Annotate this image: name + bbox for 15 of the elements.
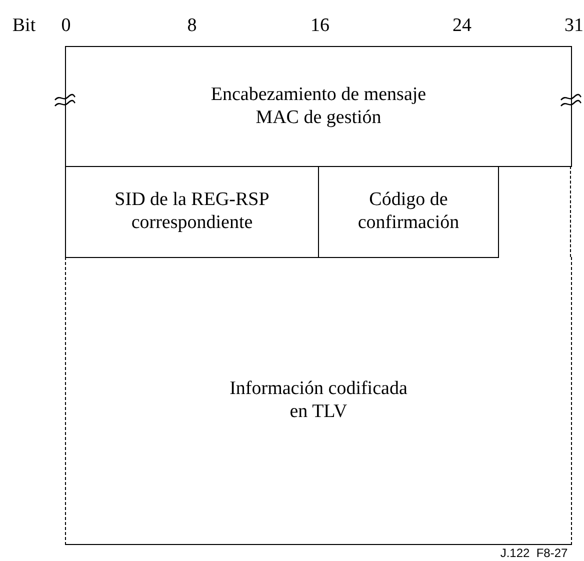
field-box (65, 46, 572, 167)
field-label: Encabezamiento de mensaje MAC de gestión (210, 84, 428, 130)
bit-axis-label: Bit (12, 16, 36, 35)
bit-number: 24 (452, 16, 472, 35)
field-box (318, 166, 499, 258)
field-label: Código de confirmación (356, 189, 460, 235)
field-box (65, 166, 319, 258)
bit-number: 8 (187, 16, 197, 35)
bit-number: 16 (310, 16, 330, 35)
open-field-box (65, 257, 572, 545)
figure-number: J.122 F8-27 (500, 547, 568, 559)
bit-number: 0 (61, 16, 71, 35)
field-label: SID de la REG-RSP correspondiente (114, 189, 270, 235)
field-label: Información codificada en TLV (228, 378, 408, 424)
bit-number: 31 (564, 16, 584, 35)
